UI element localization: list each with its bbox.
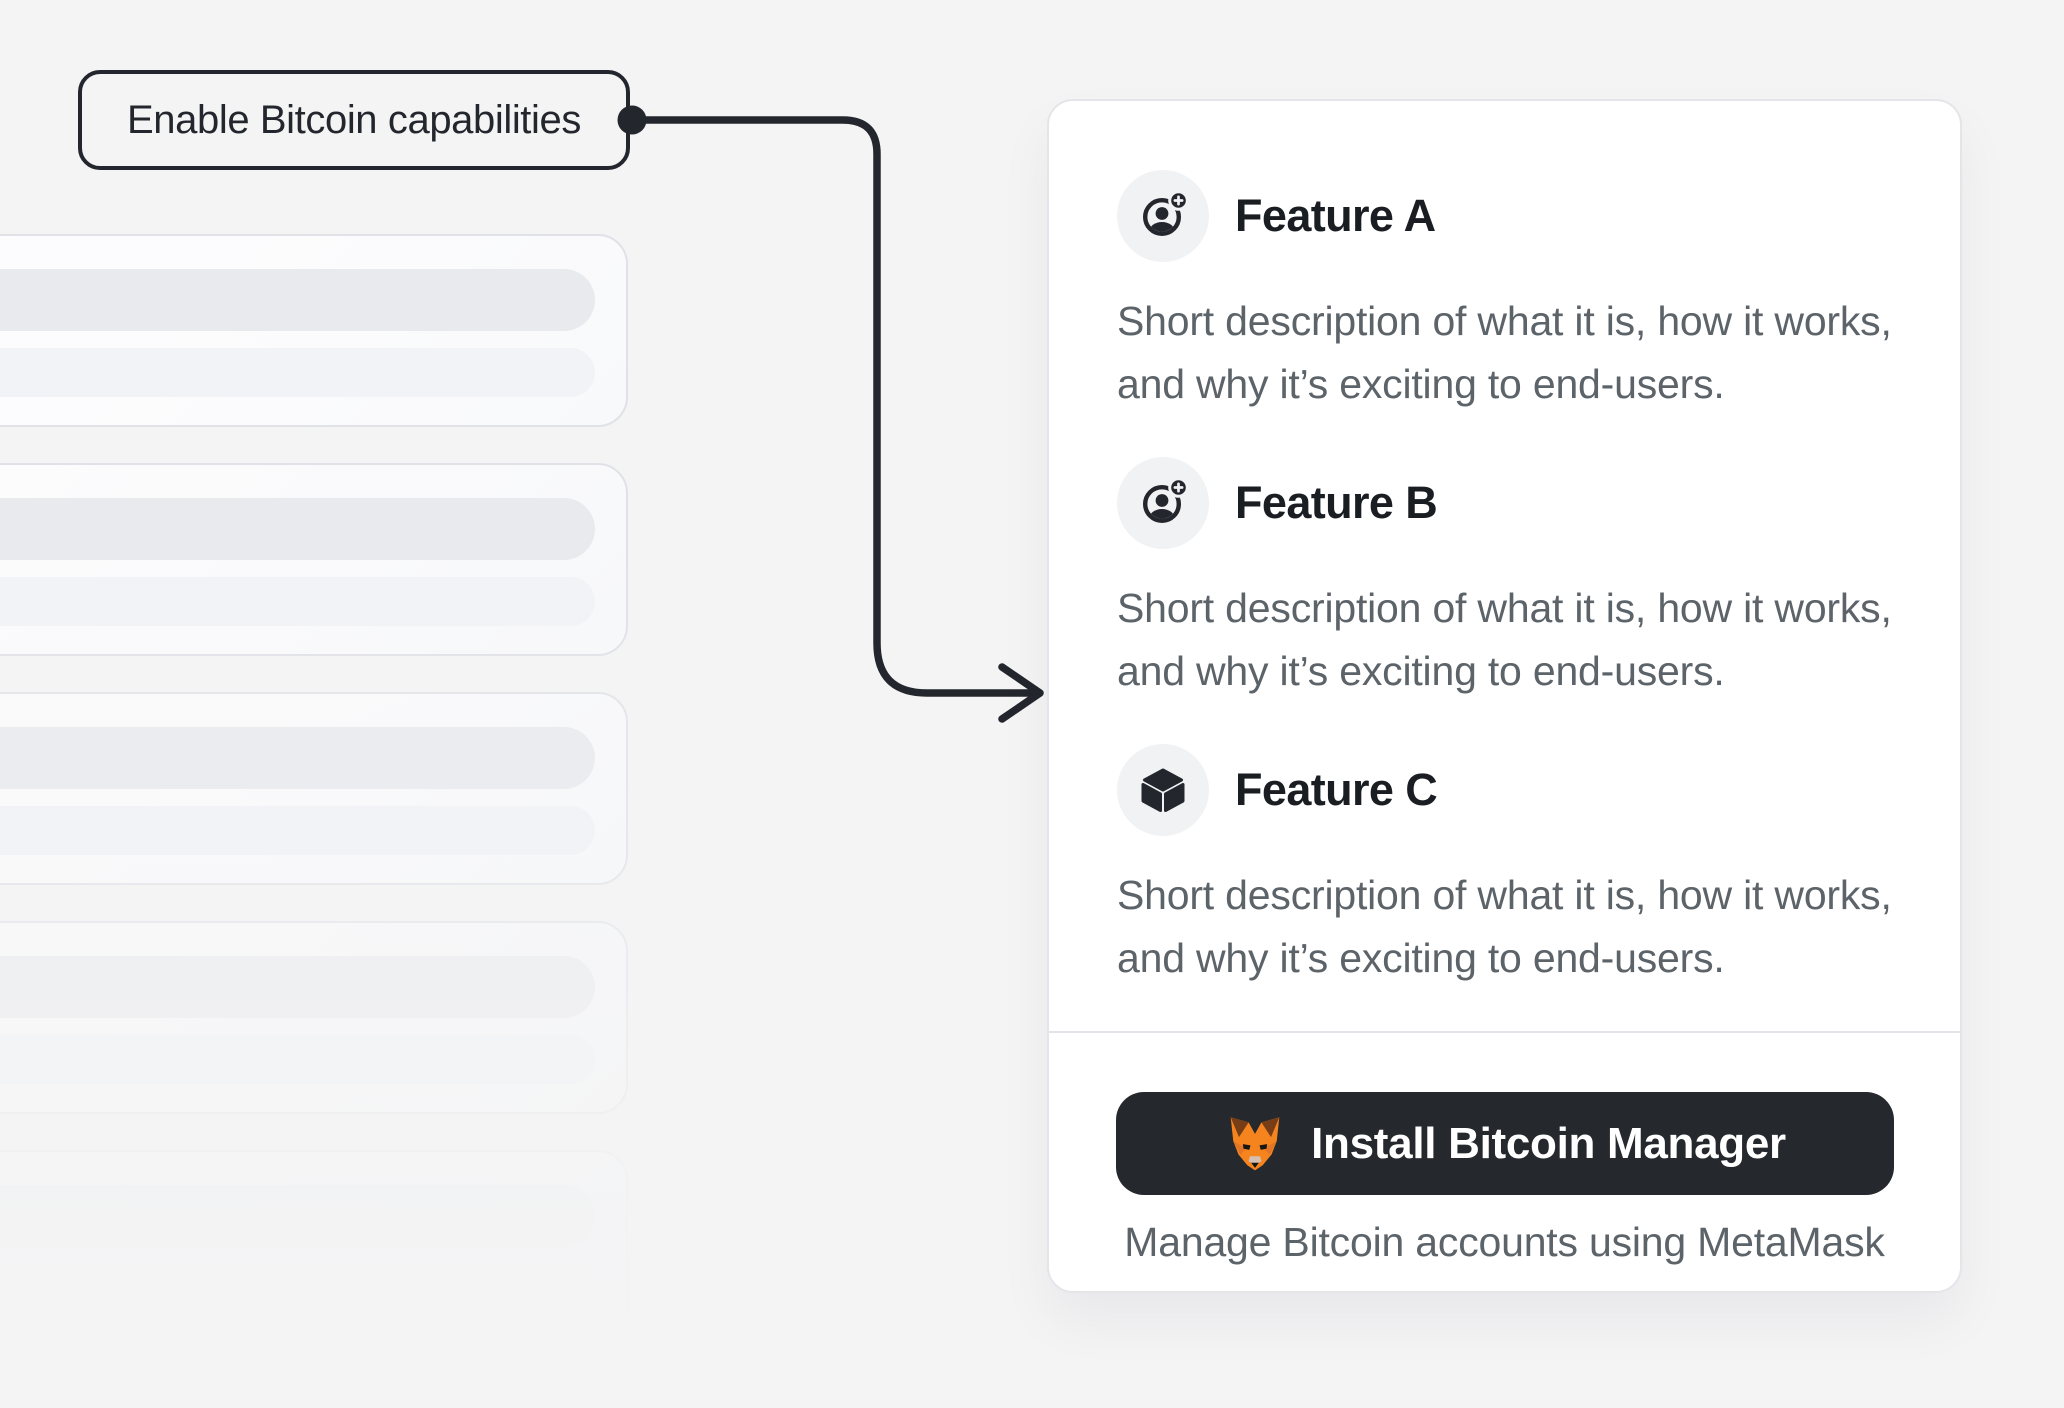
feature-icon-chip bbox=[1117, 170, 1209, 262]
skeleton-bar bbox=[0, 577, 595, 626]
panel-divider bbox=[1049, 1031, 1960, 1033]
metamask-fox-icon bbox=[1223, 1114, 1287, 1173]
callout-label: Enable Bitcoin capabilities bbox=[127, 97, 581, 142]
cube-icon bbox=[1137, 764, 1189, 816]
skeleton-card bbox=[0, 1150, 628, 1343]
feature-icon-chip bbox=[1117, 457, 1209, 549]
skeleton-bar bbox=[0, 269, 595, 331]
feature-row-a: Feature A Short description of what it i… bbox=[1117, 170, 1892, 416]
user-add-icon bbox=[1137, 190, 1189, 242]
feature-icon-chip bbox=[1117, 744, 1209, 836]
skeleton-card bbox=[0, 234, 628, 427]
feature-title: Feature B bbox=[1235, 477, 1438, 528]
skeleton-bar bbox=[0, 1264, 595, 1313]
skeleton-bar bbox=[0, 806, 595, 855]
skeleton-card bbox=[0, 921, 628, 1114]
feature-header: Feature C bbox=[1117, 744, 1892, 836]
skeleton-card bbox=[0, 692, 628, 885]
skeleton-bar bbox=[0, 1035, 595, 1084]
feature-header: Feature B bbox=[1117, 457, 1892, 549]
skeleton-list bbox=[0, 234, 628, 1379]
feature-header: Feature A bbox=[1117, 170, 1892, 262]
panel-caption: Manage Bitcoin accounts using MetaMask bbox=[1124, 1219, 1885, 1265]
feature-description: Short description of what it is, how it … bbox=[1117, 872, 1892, 981]
feature-title: Feature C bbox=[1235, 764, 1438, 815]
skeleton-bar bbox=[0, 498, 595, 560]
callout-label-box: Enable Bitcoin capabilities bbox=[78, 70, 630, 170]
user-add-icon bbox=[1137, 477, 1189, 529]
feature-description: Short description of what it is, how it … bbox=[1117, 298, 1892, 407]
skeleton-bar bbox=[0, 348, 595, 397]
feature-title: Feature A bbox=[1235, 190, 1436, 241]
install-button-label: Install Bitcoin Manager bbox=[1311, 1118, 1786, 1168]
skeleton-bar bbox=[0, 1185, 595, 1247]
feature-row-b: Feature B Short description of what it i… bbox=[1117, 457, 1892, 703]
feature-panel: Feature A Short description of what it i… bbox=[1047, 99, 1962, 1293]
skeleton-bar bbox=[0, 956, 595, 1018]
feature-description: Short description of what it is, how it … bbox=[1117, 585, 1892, 694]
install-bitcoin-manager-button[interactable]: Install Bitcoin Manager bbox=[1115, 1092, 1894, 1195]
feature-row-c: Feature C Short description of what it i… bbox=[1117, 744, 1892, 990]
skeleton-card bbox=[0, 463, 628, 656]
skeleton-bar bbox=[0, 727, 595, 789]
